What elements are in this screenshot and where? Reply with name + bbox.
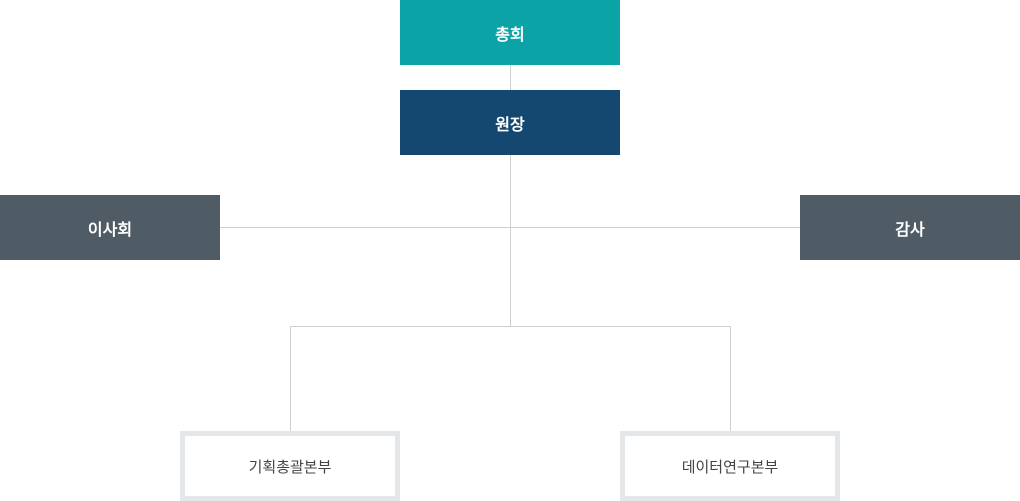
node-audit[interactable]: 감사 — [800, 195, 1020, 260]
node-label: 데이터연구본부 — [681, 457, 779, 476]
node-general-assembly[interactable]: 총회 — [400, 0, 620, 65]
connector-data-research — [730, 326, 731, 431]
node-label: 총회 — [495, 24, 525, 44]
node-label: 이사회 — [87, 219, 133, 239]
node-director[interactable]: 원장 — [400, 90, 620, 155]
connector-divisions — [290, 326, 731, 327]
node-planning-division[interactable]: 기획총괄본부 — [180, 431, 400, 501]
connector-assembly-director — [510, 65, 511, 90]
node-label: 원장 — [495, 114, 525, 134]
node-data-research-division[interactable]: 데이터연구본부 — [620, 431, 840, 501]
node-board[interactable]: 이사회 — [0, 195, 220, 260]
connector-board-audit — [220, 227, 800, 228]
node-label: 감사 — [895, 219, 925, 239]
node-label: 기획총괄본부 — [248, 457, 332, 476]
connector-planning — [290, 326, 291, 431]
connector-director-down — [510, 155, 511, 326]
